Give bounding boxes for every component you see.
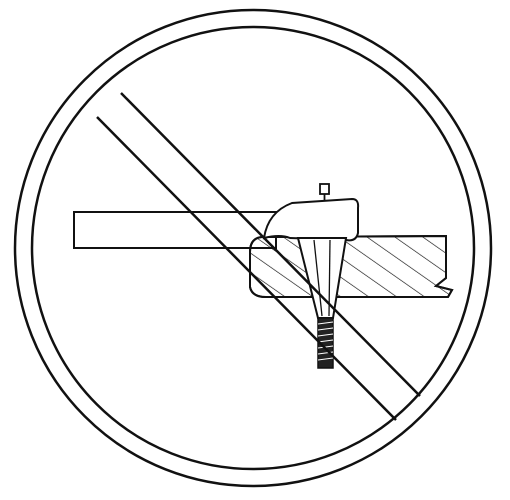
clip-body [262,197,360,242]
outer-ring [13,8,493,488]
threaded-bolt [317,317,334,369]
prohibition-slash [96,92,421,421]
installation-illustration [73,183,454,369]
hatched-slab [249,234,454,298]
upper-board [73,211,277,249]
clip-knob [319,183,330,195]
inner-ring [30,25,476,471]
